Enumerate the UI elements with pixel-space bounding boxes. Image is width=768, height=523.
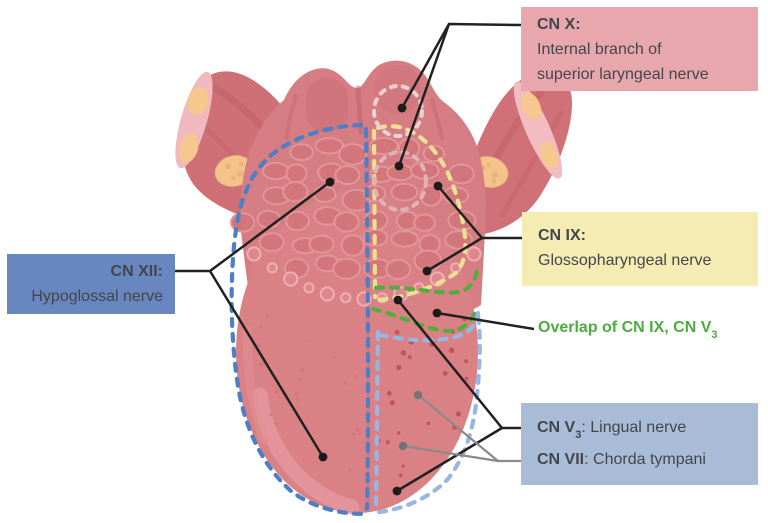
- cn-xii-line1: Hypoglossal nerve: [31, 288, 163, 305]
- callout-lines-gray: [402, 394, 521, 463]
- callout-dots-black: [318, 103, 443, 496]
- overlap-callout-line: [436, 311, 535, 331]
- cn-x-line1: Internal branch of: [537, 41, 662, 58]
- cn-v3-line: CN V3: Lingual nerve: [537, 419, 687, 442]
- cn9-region-outline: [371, 124, 468, 303]
- cn-x-line2: superior laryngeal nerve: [537, 66, 709, 83]
- midline-divider: [363, 126, 371, 512]
- cn-vii-line: CN VII: Chorda tympani: [537, 451, 706, 468]
- cn12-region-outline: [229, 122, 371, 517]
- label-box-cn-xii: CN XII: Hypoglossal nerve: [7, 254, 175, 314]
- epiglottis: [374, 65, 421, 115]
- cn-xii-title: CN XII:: [110, 263, 163, 280]
- callout-dots-gray: [398, 390, 423, 451]
- cn10-region-outline: [372, 84, 428, 212]
- papillae-dots-left: [256, 313, 361, 472]
- cn5-region-outline: [373, 310, 482, 515]
- overlap-label: Overlap of CN IX, CN V3: [538, 319, 718, 342]
- callout-lines-black: [175, 22, 535, 493]
- cn-x-title: CN X:: [537, 16, 581, 33]
- overlap-region-outline: [370, 268, 480, 334]
- cn-ix-title: CN IX:: [538, 227, 586, 244]
- label-box-cn-x: CN X: Internal branch of superior laryng…: [521, 7, 758, 91]
- label-box-cn-v3-vii: CN V3: Lingual nerve CN VII: Chorda tymp…: [521, 403, 758, 485]
- cn-ix-line1: Glossopharyngeal nerve: [538, 252, 712, 269]
- lingual-tonsil-texture: [230, 136, 477, 281]
- label-box-cn-ix: CN IX: Glossopharyngeal nerve: [522, 212, 758, 286]
